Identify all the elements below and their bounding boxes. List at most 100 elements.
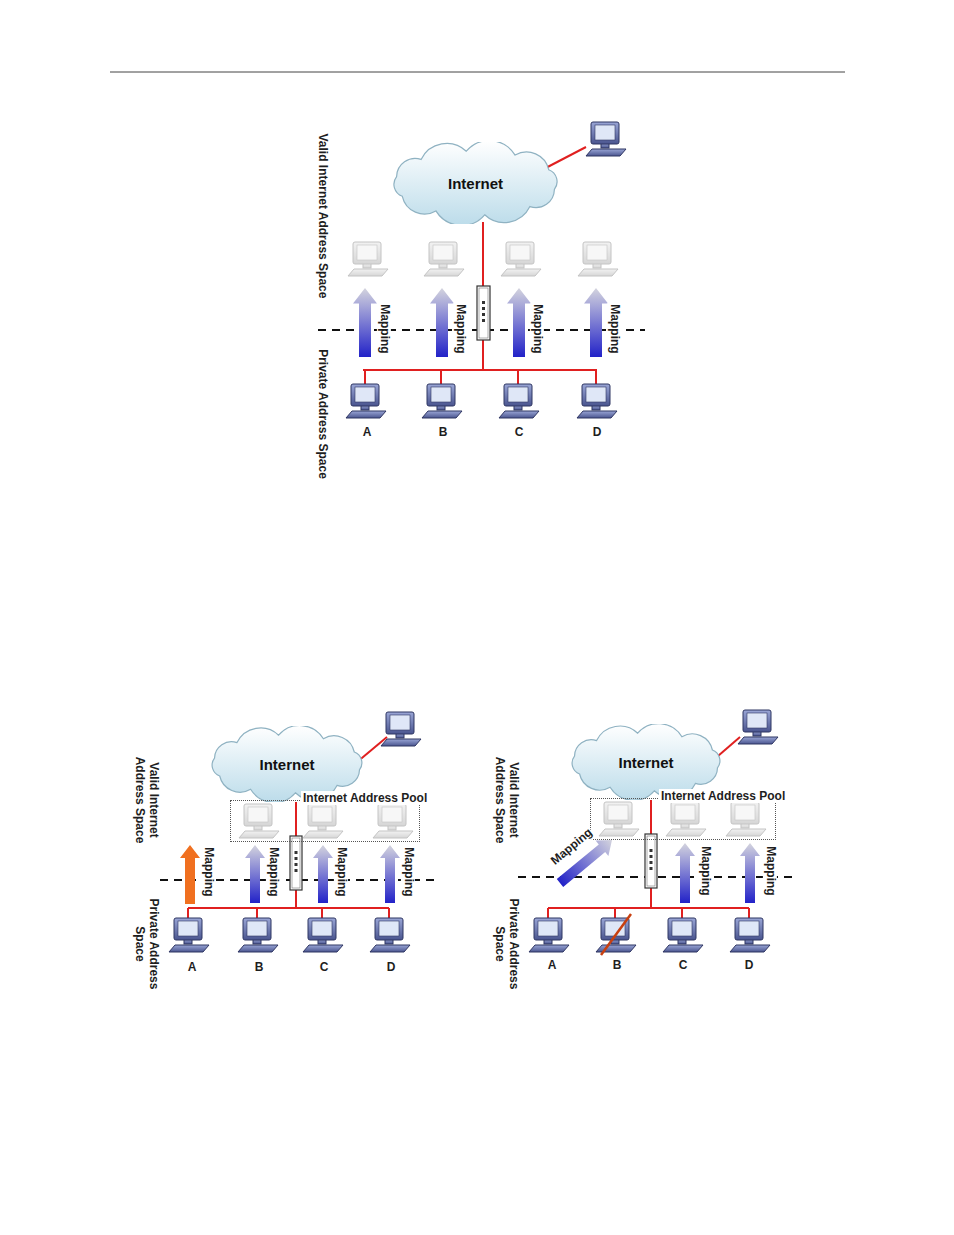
screen xyxy=(672,921,692,936)
keyboard xyxy=(381,739,421,746)
drop-wire xyxy=(388,908,390,918)
screen xyxy=(248,807,268,822)
screen xyxy=(379,921,399,936)
host-letter: A xyxy=(363,426,372,440)
host-letter: A xyxy=(188,961,197,975)
router-panel xyxy=(292,838,300,888)
monitor xyxy=(244,804,272,826)
router-led xyxy=(482,301,485,304)
wire xyxy=(482,340,484,370)
screen xyxy=(390,715,410,730)
keyboard xyxy=(424,269,464,276)
keyboard xyxy=(726,829,766,836)
router-led xyxy=(650,855,653,858)
address-space-label: Private Address Space xyxy=(492,896,520,992)
keyboard xyxy=(239,831,279,838)
keyboard xyxy=(529,945,569,952)
monitor xyxy=(386,712,414,734)
wire xyxy=(295,802,297,836)
router-led xyxy=(650,849,653,852)
screen xyxy=(595,125,615,140)
mapping-arrow xyxy=(380,845,400,903)
nat-router xyxy=(290,836,302,890)
mapping-label: Mapping xyxy=(453,303,467,354)
mapping-label: Mapping xyxy=(763,845,777,896)
ghost-computer-icon xyxy=(726,802,766,836)
keyboard xyxy=(578,269,618,276)
router-led xyxy=(295,851,298,854)
keyboard xyxy=(599,829,639,836)
host-letter: A xyxy=(548,959,557,973)
drop-wire xyxy=(256,908,258,918)
cloud-label: Internet xyxy=(204,756,370,773)
host-letter: C xyxy=(679,959,688,973)
ghost-computer-icon xyxy=(239,804,279,838)
drop-wire xyxy=(614,908,616,918)
screen xyxy=(431,387,451,402)
monitor xyxy=(308,804,336,826)
keyboard xyxy=(738,737,778,744)
keyboard xyxy=(666,829,706,836)
mapping-label: Mapping xyxy=(266,846,280,897)
router-panel xyxy=(647,836,655,886)
router-led xyxy=(650,861,653,864)
computer-icon xyxy=(346,384,386,418)
computer-icon xyxy=(303,918,343,952)
address-pool-box: Internet Address Pool xyxy=(590,798,776,840)
header-rule xyxy=(110,72,845,73)
router-led xyxy=(295,863,298,866)
ghost-computer-icon xyxy=(599,802,639,836)
screen xyxy=(312,807,332,822)
wire xyxy=(482,222,484,286)
screen xyxy=(675,805,695,820)
cloud-label: Internet xyxy=(386,175,565,192)
mapping-arrow xyxy=(245,845,265,903)
drop-wire xyxy=(748,908,750,918)
monitor xyxy=(671,802,699,824)
mapping-arrow xyxy=(740,843,760,903)
router-panel xyxy=(479,288,488,338)
monitor xyxy=(591,122,619,144)
monitor xyxy=(353,242,381,264)
mapping-label: Mapping xyxy=(607,303,621,354)
host-letter: D xyxy=(593,426,602,440)
keyboard xyxy=(373,831,413,838)
nat-router xyxy=(645,834,657,888)
ghost-computer-icon xyxy=(348,242,388,276)
host-letter: C xyxy=(320,961,329,975)
wire xyxy=(295,890,297,908)
disconnected-mark xyxy=(601,914,631,955)
address-pool-box: Internet Address Pool xyxy=(230,800,420,842)
computer-icon xyxy=(238,918,278,952)
monitor xyxy=(429,242,457,264)
computer-icon xyxy=(370,918,410,952)
screen xyxy=(586,387,606,402)
computer-icon xyxy=(381,712,421,746)
monitor xyxy=(731,802,759,824)
screen xyxy=(357,245,377,260)
keyboard xyxy=(169,945,209,952)
internet-cloud: Internet xyxy=(386,142,565,224)
keyboard xyxy=(238,945,278,952)
keyboard xyxy=(348,269,388,276)
computer-icon xyxy=(586,122,626,156)
monitor xyxy=(174,918,202,940)
monitor xyxy=(308,918,336,940)
keyboard xyxy=(596,945,636,952)
computer-icon xyxy=(529,918,569,952)
router-led xyxy=(482,313,485,316)
computer-icon xyxy=(730,918,770,952)
host-letter: D xyxy=(745,959,754,973)
bus-wire xyxy=(188,907,389,909)
monitor xyxy=(735,918,763,940)
monitor xyxy=(582,384,610,406)
screen xyxy=(312,921,332,936)
mapping-arrow xyxy=(353,288,377,357)
keyboard xyxy=(422,411,462,418)
keyboard xyxy=(586,149,626,156)
screen xyxy=(433,245,453,260)
router-led xyxy=(650,867,653,870)
mapping-arrow xyxy=(675,843,695,903)
address-space-label: Private Address Space xyxy=(132,896,160,992)
address-space-label: Valid Internet Address Space xyxy=(132,752,160,848)
